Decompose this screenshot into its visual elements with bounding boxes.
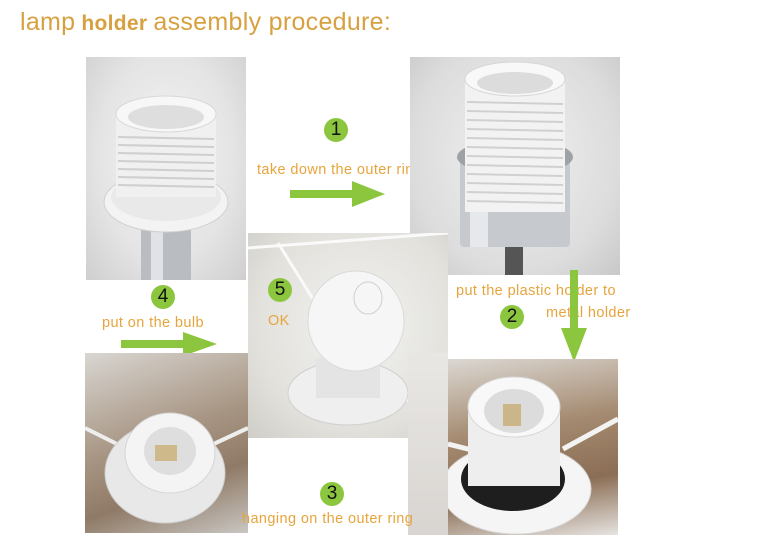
socket-illustration [103, 95, 229, 280]
title-part-rest: assembly procedure: [153, 8, 392, 36]
step-3-badge: 3 [320, 482, 344, 506]
step-4-label: put on the bulb [102, 315, 204, 331]
arrow-right-icon [290, 181, 385, 207]
step-2-label-line2: metal holder [546, 305, 631, 321]
arrow-right-icon [121, 332, 217, 356]
step-2-label-line1: put the plastic holder to [456, 283, 616, 299]
photo-socket-with-outer-ring [86, 57, 246, 280]
photo-plastic-holder-in-metal-holder [410, 57, 620, 275]
step-5-badge: 5 [268, 278, 292, 302]
photo-holder-hung-on-shade-frame [448, 359, 618, 535]
step-5-label: OK [268, 313, 290, 329]
hung-holder-illustration [448, 376, 618, 535]
holder-illustration [457, 61, 573, 275]
arrow-down-icon [561, 270, 587, 362]
step-1-badge: 1 [324, 118, 348, 142]
photo-socket-top-view-on-frame [85, 353, 248, 533]
title-part-lamp: lamp [20, 8, 76, 36]
title-part-holder: holder [81, 12, 148, 35]
step-1-label: take down the outer ring [257, 162, 423, 178]
photo-frame-edge [408, 353, 448, 535]
step-3-label: hanging on the outer ring [242, 511, 414, 527]
step-4-badge: 4 [151, 285, 175, 309]
bulb-illustration [248, 233, 448, 426]
top-view-illustration [85, 412, 248, 524]
step-2-badge: 2 [500, 305, 524, 329]
